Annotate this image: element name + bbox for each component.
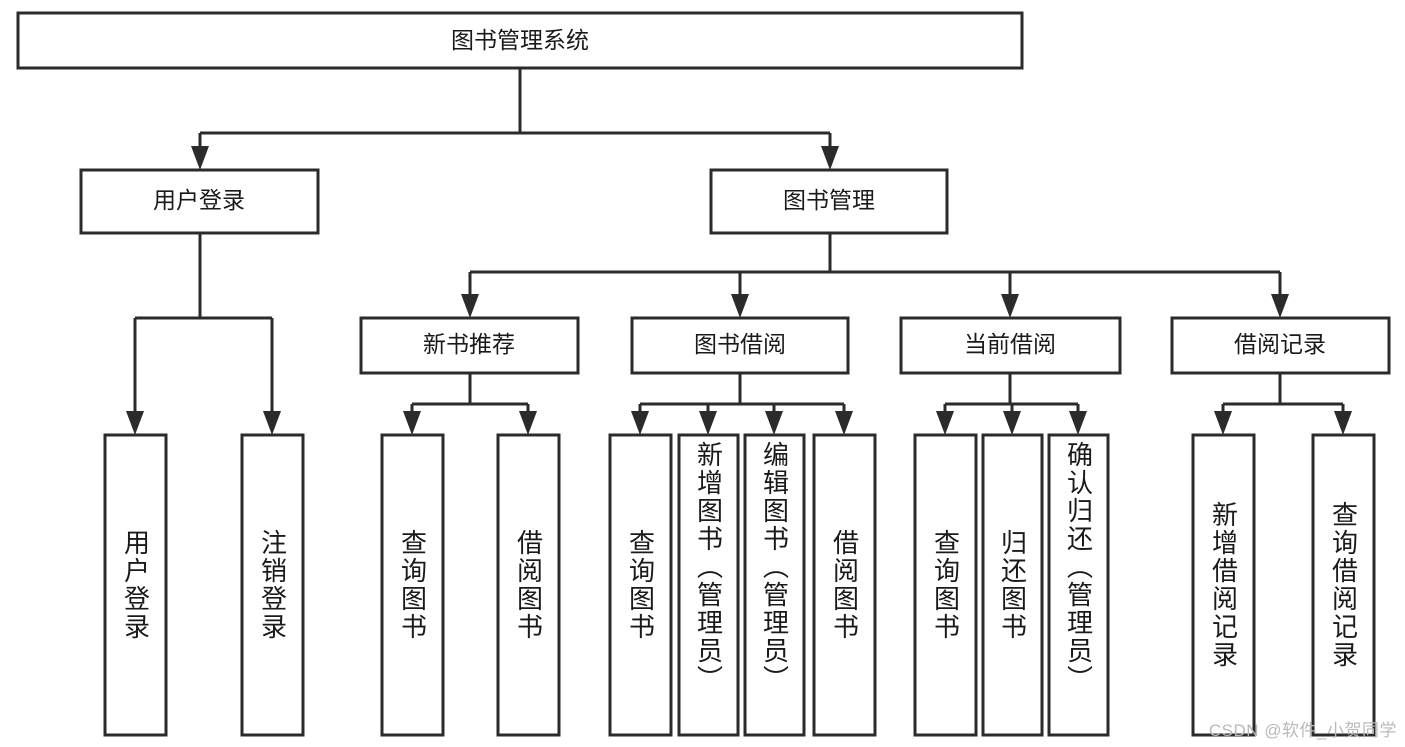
leaf-box-borrow-record-1[interactable] (1191, 433, 1256, 737)
leaf-box-book-borrow-2[interactable] (677, 433, 740, 737)
edges-user-login-to-leaves (126, 233, 281, 435)
edges-book-manage-to-level3 (461, 233, 1289, 318)
leaf-box-current-borrow-3[interactable] (1047, 433, 1110, 737)
leaf-box-book-borrow-3[interactable] (743, 433, 806, 737)
arrow-head-leaf-logout (263, 411, 281, 435)
node-book-borrow-box[interactable] (630, 316, 850, 375)
node-new-book-recommend-box[interactable] (359, 316, 580, 375)
leaf-box-current-borrow-1[interactable] (913, 433, 978, 737)
node-book-management[interactable]: 图书管理 (709, 168, 949, 235)
arrow-head-br-leaf-1 (1214, 411, 1232, 435)
arrow-head-bb-leaf-1 (631, 411, 649, 435)
edges-book-borrow-to-leaves (631, 373, 853, 435)
node-root-box[interactable] (16, 11, 1024, 70)
leaf-box-borrow-record-2[interactable] (1311, 433, 1376, 737)
arrow-head-bb-leaf-3 (765, 411, 783, 435)
arrow-head-current-borrow (1001, 294, 1019, 318)
leaf-box-new-book-recommend-1[interactable] (380, 433, 445, 737)
arrow-head-cb-leaf-3 (1069, 411, 1087, 435)
node-root-system[interactable]: 图书管理系统 (16, 11, 1024, 70)
edges-root-to-level2 (191, 68, 839, 170)
node-borrow-record-box[interactable] (1170, 316, 1391, 375)
arrow-head-br-leaf-2 (1334, 411, 1352, 435)
node-borrow-record-label: 借阅记录 (1234, 331, 1326, 357)
arrow-head-cb-leaf-1 (936, 411, 954, 435)
leaf-box-book-borrow-1[interactable] (608, 433, 673, 737)
edges-current-borrow-to-leaves (936, 373, 1087, 435)
node-current-borrow-box[interactable] (899, 316, 1122, 375)
leaf-box-user-login-1[interactable] (103, 433, 168, 737)
node-book-borrow[interactable]: 图书借阅 (630, 316, 850, 375)
arrow-head-borrow-record (1271, 294, 1289, 318)
arrow-head-bb-leaf-4 (835, 411, 853, 435)
arrow-head-book-manage (821, 146, 839, 170)
node-new-book-recommend-label: 新书推荐 (423, 331, 515, 357)
arrow-head-bb-leaf-2 (699, 411, 717, 435)
node-current-borrow-label: 当前借阅 (964, 331, 1056, 357)
leaf-box-new-book-recommend-2[interactable] (496, 433, 561, 737)
node-borrow-record[interactable]: 借阅记录 (1170, 316, 1391, 375)
edges-new-book-recommend-to-leaves (403, 373, 537, 435)
leaf-box-current-borrow-2[interactable] (981, 433, 1044, 737)
node-book-borrow-label: 图书借阅 (694, 331, 786, 357)
node-user-login-box[interactable] (79, 168, 320, 235)
arrow-head-leaf-user-login (126, 411, 144, 435)
edges-borrow-record-to-leaves (1214, 373, 1352, 435)
node-book-management-label: 图书管理 (783, 187, 875, 213)
node-current-borrow[interactable]: 当前借阅 (899, 316, 1122, 375)
arrow-head-new-book-recommend (461, 294, 479, 318)
arrow-head-book-borrow (731, 294, 749, 318)
leaf-box-user-login-2[interactable] (240, 433, 305, 737)
node-root-label: 图书管理系统 (451, 27, 589, 53)
node-user-login[interactable]: 用户登录 (79, 168, 320, 235)
arrow-head-user-login (191, 146, 209, 170)
node-user-login-label: 用户登录 (153, 187, 245, 213)
arrow-head-nbr-leaf-2 (519, 411, 537, 435)
csdn-watermark: CSDN @软件_小贺同学 (1208, 721, 1397, 740)
node-new-book-recommend[interactable]: 新书推荐 (359, 316, 580, 375)
arrow-head-cb-leaf-2 (1003, 411, 1021, 435)
leaf-box-book-borrow-4[interactable] (812, 433, 877, 737)
arrow-head-nbr-leaf-1 (403, 411, 421, 435)
node-book-management-box[interactable] (709, 168, 949, 235)
